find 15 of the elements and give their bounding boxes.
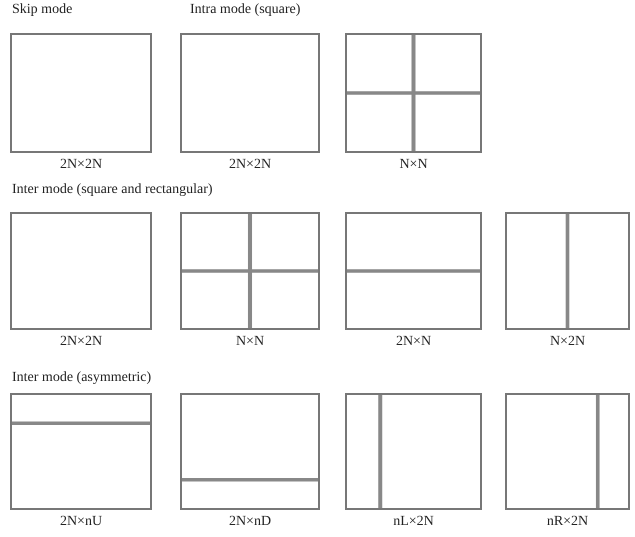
size-label: nL×2N <box>393 514 434 530</box>
size-label: N×N <box>236 334 264 350</box>
size-label: 2N×2N <box>228 157 272 173</box>
size-label: 2N×N <box>396 334 432 350</box>
section-heading: Intra mode (square) <box>190 2 300 18</box>
size-label: nR×2N <box>546 514 588 530</box>
section-heading: Inter mode (asymmetric) <box>12 370 152 386</box>
size-label: 2N×2N <box>60 334 102 350</box>
size-label: 2N×nD <box>228 514 272 530</box>
size-label: N×2N <box>550 334 586 350</box>
size-label: N×N <box>399 157 428 173</box>
section-heading: Skip mode <box>12 2 72 18</box>
size-label: 2N×nU <box>60 514 102 530</box>
section-heading: Inter mode (square and rectangular) <box>12 182 213 198</box>
size-label: 2N×2N <box>60 157 102 173</box>
